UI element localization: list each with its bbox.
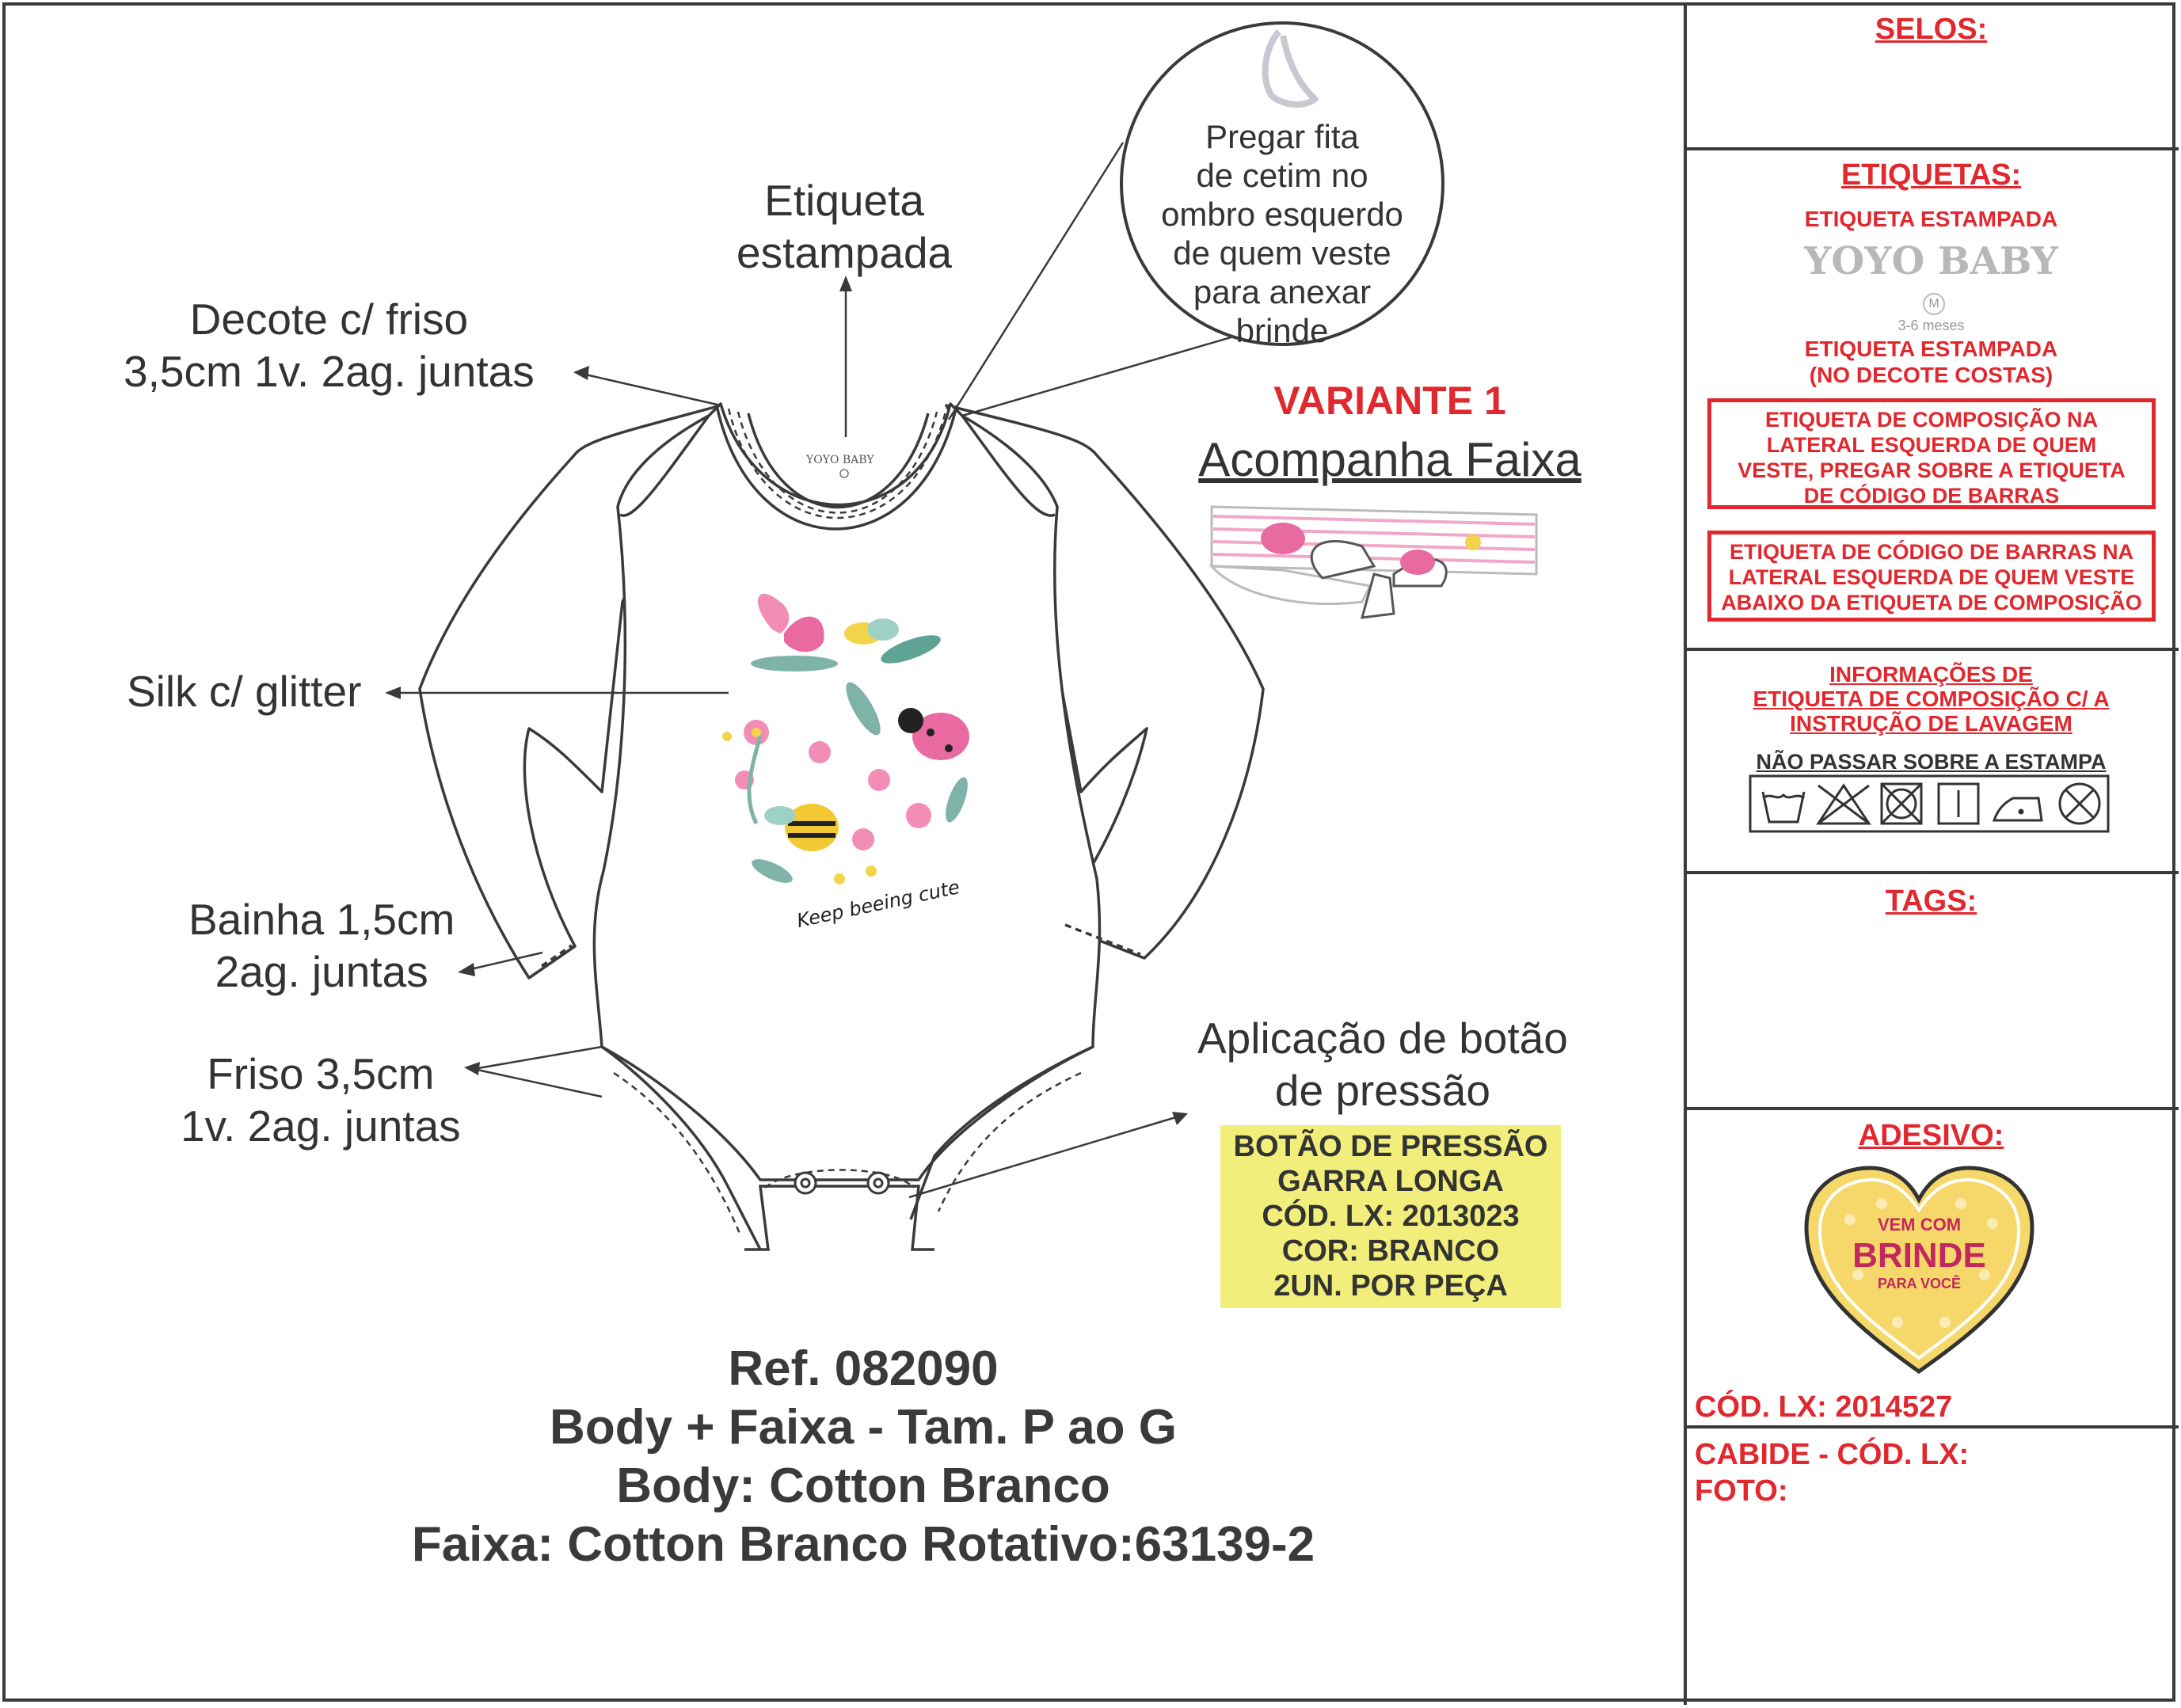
etiqueta-estampada-decote: ETIQUETA ESTAMPADA(NO DECOTE COSTAS)	[1804, 337, 2058, 387]
sidebar-rule	[1684, 147, 2179, 150]
section-adesivo: ADESIVO:	[1858, 1119, 2004, 1152]
label-brand: YOYO BABY	[1804, 239, 2058, 283]
size-range: 3-6 meses	[1897, 318, 1965, 333]
neck-label-brand: YOYO BABY	[805, 454, 874, 466]
size-circle: M	[1923, 293, 1945, 315]
section-tags: TAGS:	[1885, 884, 1977, 918]
reference-body-fabric: Body: Cotton Branco	[616, 1459, 1110, 1513]
reference-band-fabric: Faixa: Cotton Branco Rotativo:63139-2	[411, 1517, 1315, 1572]
section-selos: SELOS:	[1875, 13, 1988, 46]
no-iron-print-warning: NÃO PASSAR SOBRE A ESTAMPA	[1756, 750, 2107, 774]
headband-illustration	[1208, 505, 1538, 619]
ribbon-loop-icon	[1262, 29, 1319, 108]
reference-number: Ref. 082090	[728, 1341, 999, 1396]
gift-sticker-heart	[1804, 1166, 2034, 1375]
sidebar-rule	[1684, 871, 2179, 874]
sticker-text: VEM COM BRINDE PARA VOCÊ	[1852, 1215, 1986, 1291]
sidebar-rule	[1684, 1107, 2179, 1110]
ribbon-detail-circle	[1120, 21, 1444, 346]
sidebar-rule	[1684, 648, 2179, 651]
photo-label: FOTO:	[1695, 1474, 1788, 1508]
no-bleach-icon	[1816, 783, 1871, 825]
variant-subtitle: Acompanha Faixa	[1198, 433, 1582, 486]
variant-title: VARIANTE 1	[1273, 378, 1506, 423]
no-tumble-dry-icon	[1880, 782, 1923, 825]
sticker-code: CÓD. LX: 2014527	[1695, 1390, 1953, 1424]
wash-30-icon	[1761, 791, 1806, 824]
bodysuit-drawing: Keep beeing cute YOYO BABY	[385, 142, 1265, 1251]
sidebar-divider	[1684, 2, 1687, 1705]
no-dry-clean-icon	[2058, 782, 2101, 825]
iron-low-icon	[1992, 797, 2043, 822]
etiqueta-estampada: ETIQUETA ESTAMPADA	[1804, 207, 2058, 231]
reference-product: Body + Faixa - Tam. P ao G	[550, 1400, 1177, 1455]
line-dry-icon	[1937, 782, 1980, 825]
care-symbols	[1749, 774, 2110, 833]
label-silk: Silk c/ glitter	[127, 667, 362, 716]
hanger-code: CABIDE - CÓD. LX:	[1695, 1438, 1970, 1471]
sidebar-rule	[1684, 1425, 2179, 1428]
section-etiquetas: ETIQUETAS:	[1840, 158, 2022, 192]
